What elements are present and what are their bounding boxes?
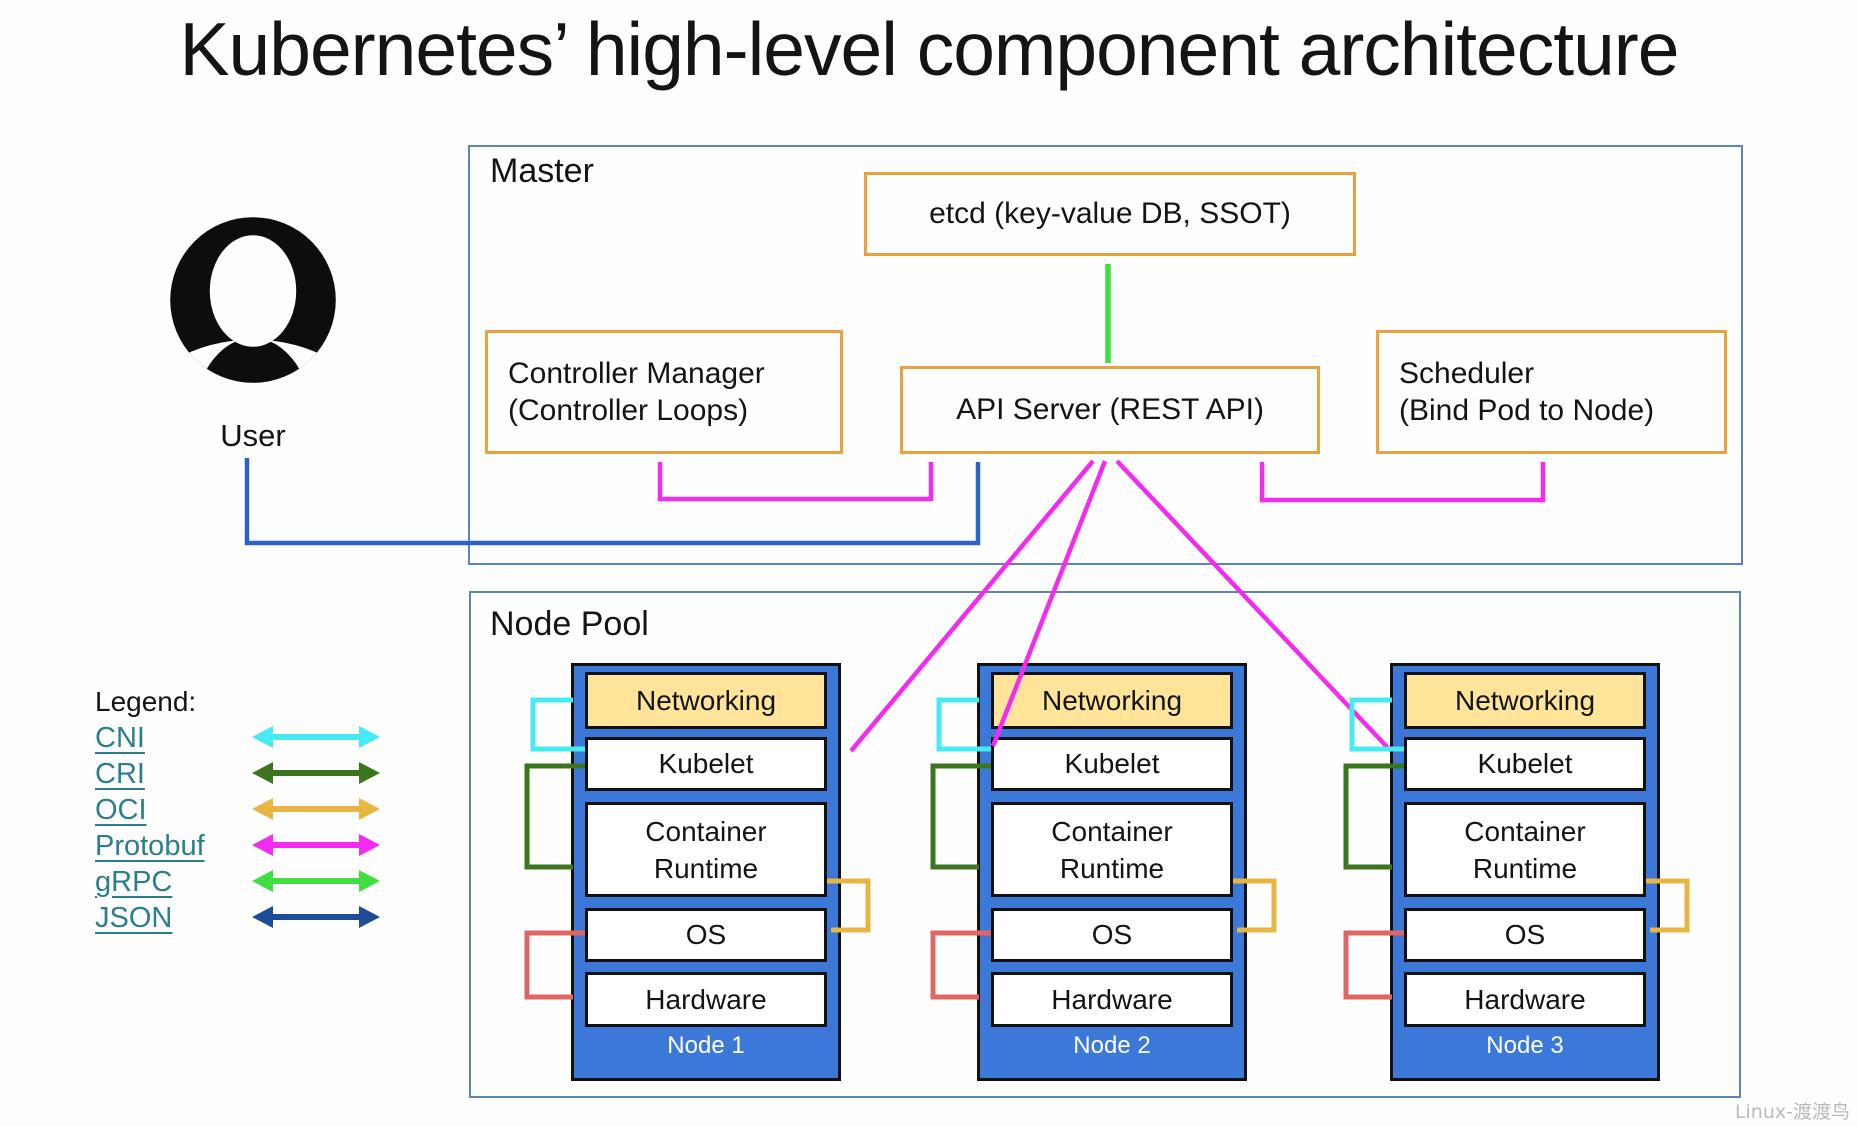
node-1: Networking Kubelet Container Runtime OS … (571, 663, 841, 1081)
legend-row-protobuf: Protobuf (95, 830, 405, 866)
protobuf-arrow-icon (252, 834, 380, 856)
kubelet-layer: Kubelet (1404, 737, 1646, 791)
user-figure: User (163, 210, 343, 453)
node-name: Node 1 (667, 1032, 745, 1059)
legend-row-json: JSON (95, 902, 405, 938)
json-arrow-icon (252, 906, 380, 928)
user-icon (170, 217, 336, 383)
etcd-box: etcd (key-value DB, SSOT) (864, 172, 1356, 256)
legend: Legend: CNI CRI OCI Protobuf gRPC JSON (95, 686, 405, 938)
container-runtime-layer: Container Runtime (991, 802, 1233, 897)
container-runtime-layer: Container Runtime (585, 802, 827, 897)
cri-arrow-icon (252, 762, 380, 784)
legend-title: Legend: (95, 686, 197, 717)
kubelet-layer: Kubelet (991, 737, 1233, 791)
legend-link-grpc[interactable]: gRPC (95, 866, 173, 898)
legend-link-cri[interactable]: CRI (95, 758, 145, 790)
node-name: Node 3 (1486, 1032, 1564, 1059)
grpc-arrow-icon (252, 870, 380, 892)
controller-manager-box: Controller Manager (Controller Loops) (485, 330, 843, 454)
node-name: Node 2 (1073, 1032, 1151, 1059)
os-layer: OS (991, 908, 1233, 962)
networking-layer: Networking (991, 672, 1233, 729)
oci-arrow-icon (252, 798, 380, 820)
legend-link-json[interactable]: JSON (95, 902, 173, 934)
legend-row-cni: CNI (95, 722, 405, 758)
hardware-layer: Hardware (991, 972, 1233, 1027)
legend-link-cni[interactable]: CNI (95, 722, 145, 754)
user-label: User (220, 418, 286, 453)
page-title: Kubernetes’ high-level component archite… (179, 7, 1680, 91)
controller-manager-label: Controller Manager (Controller Loops) (508, 357, 765, 427)
master-label: Master (490, 152, 594, 190)
kubelet-layer: Kubelet (585, 737, 827, 791)
api-server-label: API Server (REST API) (956, 393, 1264, 426)
node-2: Networking Kubelet Container Runtime OS … (977, 663, 1247, 1081)
cni-arrow-icon (252, 726, 380, 748)
legend-row-oci: OCI (95, 794, 405, 830)
legend-row-grpc: gRPC (95, 866, 405, 902)
node-3: Networking Kubelet Container Runtime OS … (1390, 663, 1660, 1081)
api-server-box: API Server (REST API) (900, 366, 1320, 454)
hardware-layer: Hardware (585, 972, 827, 1027)
networking-layer: Networking (585, 672, 827, 729)
os-layer: OS (1404, 908, 1646, 962)
hardware-layer: Hardware (1404, 972, 1646, 1027)
container-runtime-layer: Container Runtime (1404, 802, 1646, 897)
scheduler-box: Scheduler (Bind Pod to Node) (1376, 330, 1727, 454)
watermark: Linux-渡渡鸟 (1734, 1101, 1850, 1123)
etcd-label: etcd (key-value DB, SSOT) (929, 197, 1291, 230)
legend-link-oci[interactable]: OCI (95, 794, 147, 826)
legend-link-protobuf[interactable]: Protobuf (95, 830, 205, 862)
networking-layer: Networking (1404, 672, 1646, 729)
node-pool-label: Node Pool (490, 605, 649, 643)
os-layer: OS (585, 908, 827, 962)
scheduler-label: Scheduler (Bind Pod to Node) (1399, 357, 1655, 427)
legend-row-cri: CRI (95, 758, 405, 794)
